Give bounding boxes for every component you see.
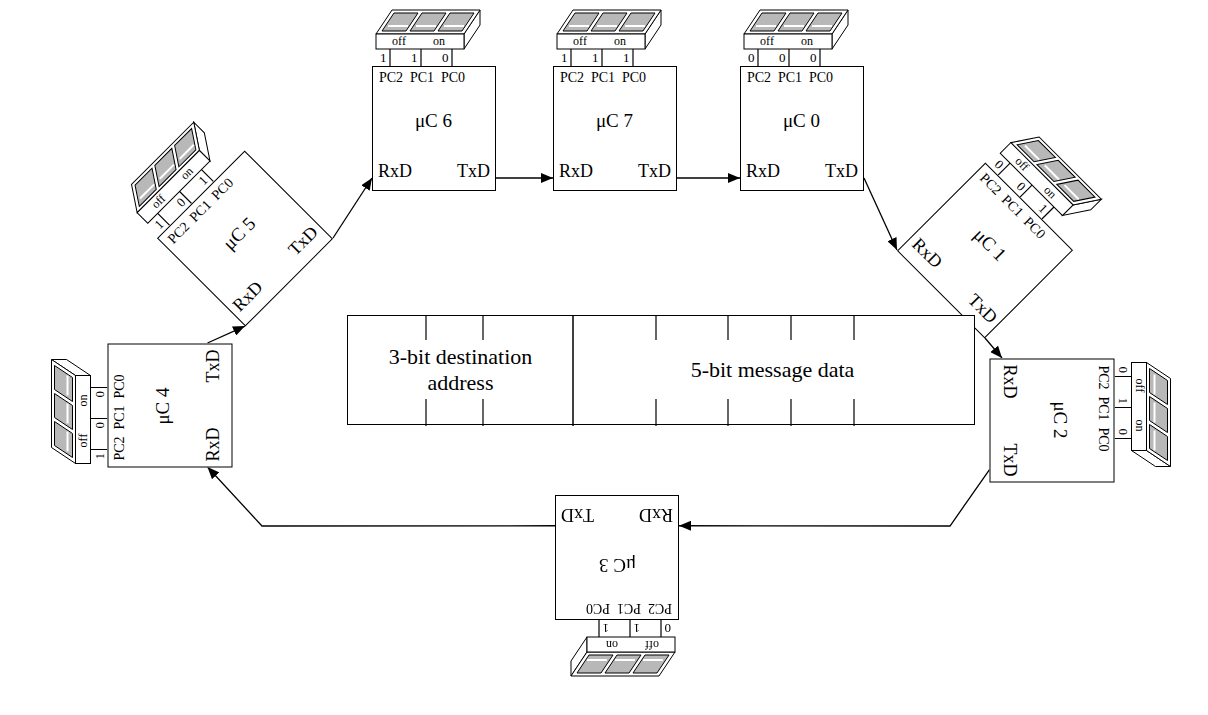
serial-link-arrow	[496, 177, 553, 178]
address-bit: 1	[1116, 397, 1131, 404]
controller-name: μC 7	[554, 111, 675, 132]
switch-label: off	[633, 637, 671, 652]
pin-name: PC2	[112, 431, 127, 465]
controller-unit: offon101PC2PC1PC0μC 5RxDTxD	[113, 106, 333, 326]
pin-name: PC1	[405, 70, 439, 85]
controller-unit: offon001PC2PC1PC0μC 1RxDTxD	[897, 118, 1117, 338]
controller-name: μC 6	[373, 111, 494, 132]
serial-link-arrow	[985, 338, 1002, 358]
address-bit: 0	[1116, 428, 1131, 435]
controller-name: μC 2	[1049, 359, 1070, 480]
address-bit: 1	[411, 50, 418, 65]
controller-unit: offon010PC2PC1PC0μC 2RxDTxD	[990, 358, 1177, 482]
pin-name: RxD	[908, 234, 946, 272]
pin-name: RxD	[204, 427, 224, 461]
pin-name: PC0	[1095, 422, 1110, 456]
pin-name: PC2	[555, 70, 589, 85]
pin-name: PC1	[612, 600, 646, 615]
address-bit: 1	[634, 621, 641, 636]
controller-unit: offon110PC2PC1PC0μC 6RxDTxD	[372, 4, 496, 191]
controller-unit: offon111PC2PC1PC0μC 7RxDTxD	[553, 4, 677, 191]
microcontroller-box: PC2PC1PC0 μC 6 RxD TxD	[372, 66, 496, 191]
pin-name: PC1	[586, 70, 620, 85]
pin-name: PC2	[1095, 360, 1110, 394]
pin-name: TxD	[825, 162, 858, 182]
field-name: 5-bit message data	[579, 357, 966, 382]
pin-name: TxD	[204, 349, 224, 382]
pin-name: PC0	[1017, 210, 1052, 245]
pin-name: PC0	[205, 171, 240, 206]
address-bit: 0	[442, 50, 449, 65]
pin-name: TxD	[561, 504, 594, 524]
address-bit: 1	[603, 621, 610, 636]
serial-link-arrow	[679, 470, 990, 526]
microcontroller-box: PC2PC1PC0 μC 0 RxD TxD	[740, 66, 864, 191]
pin-name: PC0	[581, 600, 615, 615]
switch-label: on	[76, 381, 91, 419]
pin-name: RxD	[639, 504, 673, 524]
address-bit: 0	[779, 50, 786, 65]
address-bit: 0	[92, 422, 107, 429]
microcontroller-box: PC2PC1PC0 μC 3 RxD TxD	[555, 495, 679, 620]
serial-link-arrow	[864, 178, 897, 250]
pin-name: PC2	[643, 600, 677, 615]
pin-name: PC2	[742, 70, 776, 85]
switch-label: off	[561, 34, 599, 49]
address-bit: 0	[665, 621, 672, 636]
pin-name: RxD	[746, 162, 780, 182]
controller-name: μC 0	[741, 111, 862, 132]
address-bit: 1	[380, 50, 387, 65]
pin-name: PC0	[436, 70, 470, 85]
controller-unit: offon000PC2PC1PC0μC 0RxDTxD	[740, 4, 864, 191]
pin-name: RxD	[378, 162, 412, 182]
controller-name: μC 4	[153, 345, 174, 466]
pin-name: RxD	[229, 277, 267, 315]
address-bit: 1	[561, 50, 568, 65]
serial-link-arrow	[208, 326, 246, 343]
switch-label: on	[593, 637, 631, 652]
address-bit: 1	[92, 453, 107, 460]
microcontroller-box: PC2PC1PC0 μC 4 RxD TxD	[108, 343, 233, 467]
serial-link-arrow	[208, 467, 556, 526]
pin-name: TxD	[638, 162, 671, 182]
controller-name: μC 3	[557, 554, 678, 575]
switch-label: on	[601, 34, 639, 49]
switch-label: off	[76, 421, 91, 459]
address-bit: 0	[92, 391, 107, 398]
switch-label: on	[1132, 406, 1147, 444]
switch-label: off	[748, 34, 786, 49]
address-bit: 1	[592, 50, 599, 65]
address-bit: 0	[810, 50, 817, 65]
pin-name: PC1	[1095, 391, 1110, 425]
pin-name: TxD	[457, 162, 490, 182]
pin-name: TxD	[999, 443, 1019, 476]
pin-name: TxD	[285, 222, 322, 259]
switch-label: off	[380, 34, 418, 49]
pin-name: RxD	[559, 162, 593, 182]
pin-name: PC0	[617, 70, 651, 85]
switch-label: off	[1132, 366, 1147, 404]
pin-name: PC1	[112, 400, 127, 434]
microcontroller-box: PC2PC1PC0 μC 7 RxD TxD	[553, 66, 677, 191]
address-bit: 1	[623, 50, 630, 65]
pin-name: PC2	[374, 70, 408, 85]
switch-label: on	[420, 34, 458, 49]
controller-unit: offon011PC2PC1PC0μC 3RxDTxD	[555, 495, 679, 682]
switch-label: on	[788, 34, 826, 49]
message-format-box: 3-bit destination address 5-bit message d…	[347, 315, 975, 425]
address-bit: 0	[748, 50, 755, 65]
controller-unit: off on 1 0 0PC2PC1PC0 μC 4 RxD TxD	[46, 343, 233, 467]
serial-link-arrow	[333, 178, 372, 238]
address-bit: 0	[1116, 366, 1131, 373]
pin-name: PC0	[112, 369, 127, 403]
microcontroller-box: PC2PC1PC0 μC 2 RxD TxD	[990, 358, 1115, 482]
pin-name: PC0	[804, 70, 838, 85]
pin-name: RxD	[999, 364, 1019, 398]
serial-link-arrow	[677, 177, 740, 178]
pin-name: PC1	[773, 70, 807, 85]
field-name: 3-bit destination address	[354, 344, 567, 395]
